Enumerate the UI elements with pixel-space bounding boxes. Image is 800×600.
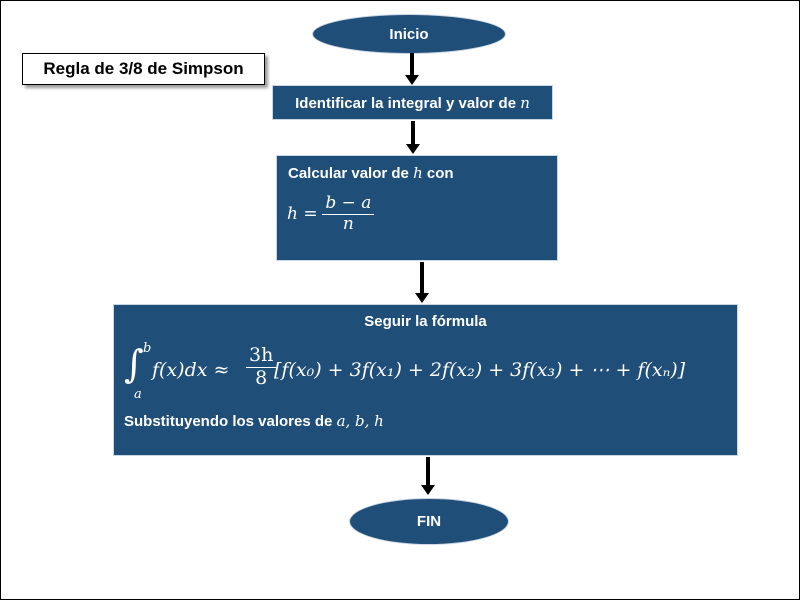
step3-box: Seguir la fórmula ∫ b a f(x)dx ≈ 3h 8 [f…	[113, 304, 738, 456]
step1-label: Identificar la integral y valor de	[295, 94, 517, 112]
integrand: f(x)dx ≈	[152, 359, 230, 381]
step2-formula: h = b − a n	[287, 193, 375, 234]
diagram-title-text: Regla de 3/8 de Simpson	[43, 59, 244, 78]
diagram-title: Regla de 3/8 de Simpson	[22, 53, 265, 85]
step2-denominator: n	[342, 213, 354, 234]
step1-text: Identificar la integral y valor de n	[295, 94, 530, 112]
arrow-start-to-step1	[405, 53, 419, 85]
step3-formula: ∫ b a f(x)dx ≈ 3h 8 [f(x₀) + 3f(x₁) + 2f…	[122, 341, 732, 402]
step2-var: h	[413, 164, 423, 182]
step3-note: Substituyendo los valores de a, b, h	[124, 412, 384, 430]
end-label: FIN	[416, 513, 442, 530]
series-expression: [f(x₀) + 3f(x₁) + 2f(x₂) + 3f(x₃) + ⋯ + …	[274, 359, 686, 381]
step2-heading: Calcular valor de h con	[288, 164, 454, 182]
step3-note-vars: a, b, h	[336, 412, 384, 430]
start-node: Inicio	[312, 14, 506, 54]
arrow-step2-to-step3	[415, 262, 429, 303]
step1-box: Identificar la integral y valor de n	[272, 85, 553, 120]
step2-box: Calcular valor de h con h = b − a n	[276, 155, 558, 261]
step1-var: n	[520, 93, 530, 112]
end-node: FIN	[349, 498, 509, 545]
start-label: Inicio	[389, 25, 429, 43]
integral-lower-limit: a	[134, 387, 142, 402]
step2-formula-lhs: h =	[287, 204, 318, 225]
arrow-step3-to-end	[421, 457, 435, 495]
integral-sign: ∫	[124, 342, 144, 386]
step2-label-after: con	[426, 165, 454, 182]
step3-note-label: Substituyendo los valores de	[124, 413, 333, 430]
step3-title: Seguir la fórmula	[364, 313, 487, 330]
coefficient-denominator: 8	[255, 366, 268, 389]
step2-label: Calcular valor de	[288, 165, 409, 182]
arrow-step1-to-step2	[406, 121, 420, 154]
coefficient-numerator: 3h	[246, 344, 277, 368]
step2-fraction: b − a n	[322, 193, 375, 234]
step2-numerator: b − a	[322, 193, 375, 215]
integral-upper-limit: b	[143, 341, 152, 356]
coefficient-fraction: 3h 8	[246, 344, 277, 390]
